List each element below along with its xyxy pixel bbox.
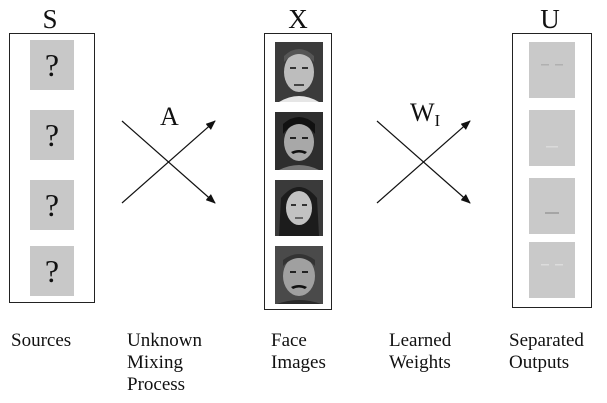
face-image [275, 180, 323, 236]
caption-weights: Learned Weights [389, 330, 451, 374]
source-tile: ? [30, 110, 74, 160]
outputs-panel [512, 33, 592, 308]
outputs-header: U [540, 4, 560, 34]
weights-subscript: I [434, 111, 441, 130]
caption-mixing: Unknown Mixing Process [127, 330, 202, 396]
caption-line: Mixing [127, 352, 183, 373]
source-tile: ? [30, 40, 74, 90]
output-tile [529, 110, 575, 166]
face-image [275, 246, 323, 304]
faint-feature-marks [541, 64, 563, 66]
face-illustration [275, 42, 323, 102]
question-mark: ? [44, 47, 60, 83]
question-mark: ? [44, 117, 60, 153]
source-tile: ? [30, 246, 74, 296]
mixing-arrow-down [121, 120, 216, 204]
weights-matrix-label: WI [410, 98, 441, 130]
face-illustration [275, 246, 323, 304]
face-images-header: X [288, 4, 308, 34]
output-tile [529, 242, 575, 298]
mixing-matrix-label: A [160, 102, 179, 131]
output-tile [529, 178, 575, 234]
sources-panel: ? ? ? ? [9, 33, 95, 303]
caption-line: Unknown [127, 330, 202, 351]
face-illustration [275, 180, 323, 236]
caption-outputs: Separated Outputs [509, 330, 584, 374]
caption-line: Learned [389, 330, 452, 351]
face-images-panel [264, 33, 332, 310]
caption-line: Face [271, 330, 307, 351]
caption-line: Separated [509, 330, 584, 351]
caption-line: Weights [389, 352, 451, 373]
caption-line: Sources [11, 330, 72, 351]
faint-feature-marks [545, 212, 559, 214]
question-mark: ? [44, 187, 60, 223]
caption-line: Process [127, 374, 186, 395]
faint-feature-marks [546, 146, 558, 148]
face-illustration [275, 112, 323, 170]
output-tile [529, 42, 575, 98]
question-mark: ? [44, 253, 60, 289]
face-image [275, 112, 323, 170]
caption-sources: Sources [11, 330, 71, 352]
caption-faces: Face Images [271, 330, 326, 374]
face-image [275, 42, 323, 102]
caption-line: Outputs [509, 352, 570, 373]
caption-line: Images [271, 352, 326, 373]
faint-feature-marks [541, 264, 563, 266]
weights-symbol: W [410, 98, 435, 127]
source-tile: ? [30, 180, 74, 230]
weights-arrow-down [376, 120, 471, 204]
sources-header: S [42, 4, 58, 34]
